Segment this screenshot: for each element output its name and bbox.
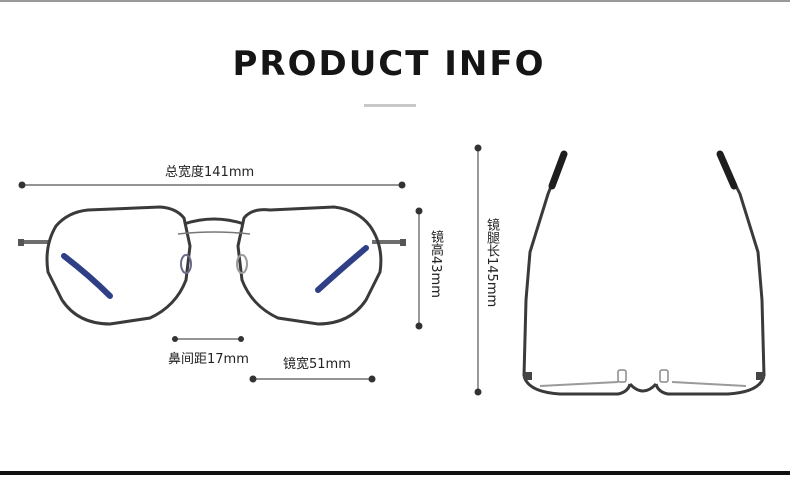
lens-height-dimension [415, 207, 423, 330]
lens-width-label: 镜宽51mm [283, 357, 351, 372]
top-border [0, 0, 790, 2]
bottom-border [0, 471, 790, 475]
total-width-label: 总宽度141mm [165, 165, 255, 180]
front-view-glasses [18, 205, 406, 326]
page-title: PRODUCT INFO [232, 44, 546, 84]
lens-width-dimension [249, 375, 376, 383]
top-view-glasses [522, 150, 766, 396]
lens-height-label: 镜高43mm [428, 230, 443, 298]
title-underline [364, 104, 416, 107]
temple-length-label: 镜腿长145mm [484, 218, 499, 308]
temple-length-dimension [474, 144, 482, 396]
bridge-width-label: 鼻间距17mm [168, 352, 249, 367]
bridge-width-dimension [172, 336, 244, 342]
total-width-dimension [18, 181, 406, 189]
